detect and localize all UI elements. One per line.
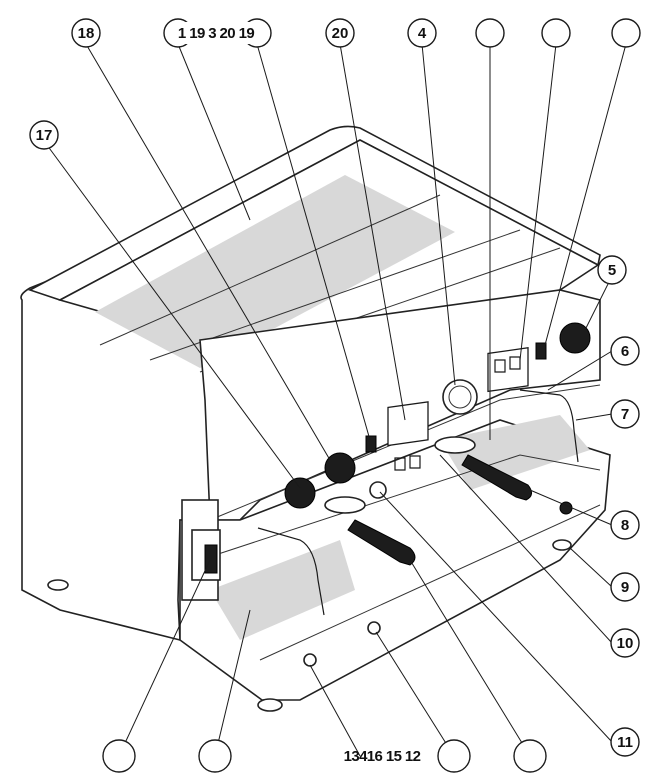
drip-tray-left-grey — [210, 540, 355, 640]
knob-mid-left — [324, 452, 356, 484]
foot-back-left — [47, 579, 69, 591]
base-edge — [199, 454, 601, 561]
callout-5: 5 — [597, 255, 627, 285]
portafilter-right — [461, 454, 532, 501]
svg-text:5: 5 — [608, 262, 616, 279]
callout-blank-bottom-1 — [102, 739, 136, 773]
leader-lines — [43, 43, 627, 757]
callout-6: 6 — [610, 336, 640, 366]
callout-7: 7 — [610, 399, 640, 429]
callout-group-bottom: 13416 15 12 — [344, 748, 422, 765]
pressure-gauge-inner — [448, 385, 472, 409]
svg-text:11: 11 — [617, 734, 633, 751]
svg-text:13416 15 12: 13416 15 12 — [344, 748, 421, 765]
foot-right — [552, 539, 572, 551]
base-lower-edge — [259, 504, 601, 661]
tray-rib-1 — [99, 194, 441, 346]
callout-blank-bottom-2 — [198, 739, 232, 773]
display-left — [387, 401, 429, 447]
display-right — [487, 347, 529, 393]
callout-11: 11 — [610, 727, 640, 757]
callout-8: 8 — [610, 510, 640, 540]
callout-blank-top-c — [611, 18, 641, 48]
callout-blank-bottom-3 — [437, 739, 471, 773]
fitting-front-2 — [303, 653, 317, 667]
machine-base — [179, 419, 611, 701]
callout-17: 17 — [29, 120, 59, 150]
callout-9: 9 — [610, 572, 640, 602]
svg-text:7: 7 — [621, 406, 629, 423]
steam-wand-right — [519, 389, 579, 463]
callout-blank-top-a — [475, 18, 505, 48]
svg-text:9: 9 — [621, 579, 629, 596]
svg-text:20: 20 — [332, 25, 349, 42]
svg-text:8: 8 — [621, 517, 629, 534]
callout-blank-bottom-4 — [513, 739, 547, 773]
display-left-digits — [394, 455, 421, 471]
svg-text:4: 4 — [418, 25, 427, 42]
switch-right — [535, 342, 547, 360]
cup-warmer-grey-panel — [95, 175, 455, 368]
main-switch — [204, 544, 218, 574]
callout-10: 10 — [610, 628, 640, 658]
svg-text:1 19 3 20 19: 1 19 3 20 19 — [178, 25, 254, 42]
pressure-gauge — [442, 379, 478, 415]
front-control-panel — [199, 289, 601, 521]
svg-text:6: 6 — [621, 343, 629, 360]
knob-left — [284, 477, 316, 509]
display-right-digits — [494, 356, 521, 373]
switch-left — [365, 435, 377, 453]
callout-4: 4 — [407, 18, 437, 48]
steam-wand-left — [257, 527, 325, 616]
group-head-right — [434, 436, 476, 454]
knob-right — [559, 322, 591, 354]
callout-group-top: 1 19 3 20 19 — [163, 18, 272, 48]
portafilter-left — [347, 519, 416, 566]
foot-front-left — [257, 698, 283, 712]
callout-18: 18 — [71, 18, 101, 48]
svg-text:18: 18 — [78, 25, 95, 42]
svg-text:17: 17 — [36, 127, 53, 144]
callout-blank-top-b — [541, 18, 571, 48]
svg-text:10: 10 — [617, 635, 634, 652]
callout-20: 20 — [325, 18, 355, 48]
group-head-left — [324, 496, 366, 514]
fitting-front-1 — [367, 621, 381, 635]
